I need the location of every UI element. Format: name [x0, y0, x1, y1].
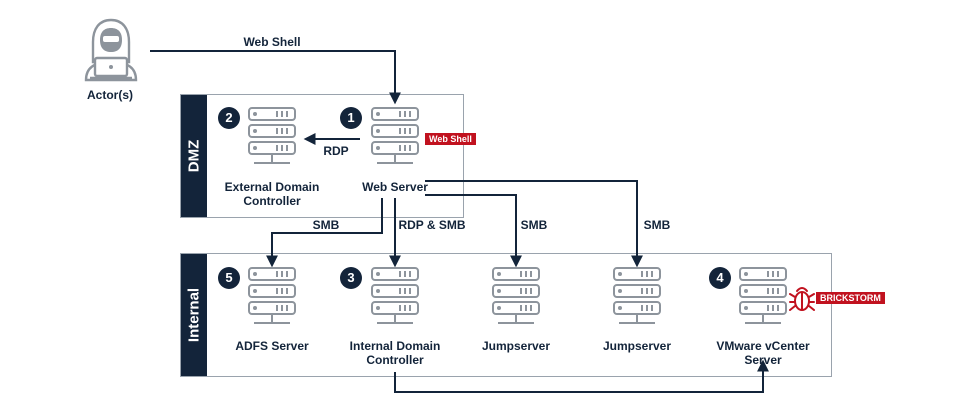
step-badge-3: 3: [340, 267, 362, 289]
server-rack-icon: [613, 267, 661, 324]
brickstorm-tag: BRICKSTORM: [816, 292, 885, 304]
step-badge-5: 5: [218, 267, 240, 289]
server-rack-icon: [371, 107, 419, 164]
server-rack-icon: [492, 267, 540, 324]
step-badge-2: 2: [218, 107, 240, 129]
edge-label-web-to-jumpserver-b: SMB: [643, 218, 671, 232]
node-label-jumpserver-a: Jumpserver: [481, 339, 551, 353]
dmz-zone-tab: DMZ: [181, 95, 207, 217]
web-shell-tag: Web Shell: [425, 133, 476, 145]
actor-label: Actor(s): [86, 88, 134, 102]
edge-label-actor-to-web: Web Shell: [243, 35, 301, 49]
node-label-internal-dc: Internal Domain Controller: [349, 339, 441, 367]
server-rack-icon: [739, 267, 787, 324]
edge-web-to-jumpserver-b: [425, 180, 643, 268]
step-badge-4: 4: [709, 267, 731, 289]
bug-icon: [789, 287, 815, 311]
edge-label-web-to-adfs: SMB: [312, 218, 340, 232]
internal-zone-tab: Internal: [181, 254, 207, 376]
node-label-adfs: ADFS Server: [235, 339, 309, 353]
edge-actor-to-web: [150, 50, 401, 105]
server-rack-icon: [248, 107, 296, 164]
edge-label-web-to-jumpserver-a: SMB: [520, 218, 548, 232]
edge-label-web-to-internal-dc: RDP & SMB: [398, 218, 466, 232]
server-rack-icon: [248, 267, 296, 324]
node-label-vcenter: VMware vCenter Server: [716, 339, 810, 367]
hacker-laptop-icon: [84, 18, 138, 82]
node-label-jumpserver-b: Jumpserver: [602, 339, 672, 353]
server-rack-icon: [371, 267, 419, 324]
edge-label-web-to-external-dc: RDP: [323, 144, 349, 158]
edge-web-to-jumpserver-a: [425, 194, 522, 268]
edge-internal-dc-to-vcenter: [394, 359, 769, 393]
node-label-web-server: Web Server: [362, 180, 428, 194]
step-badge-1: 1: [340, 107, 362, 129]
edge-web-to-adfs: [266, 198, 383, 268]
node-label-external-dc: External Domain Controller: [224, 180, 320, 208]
